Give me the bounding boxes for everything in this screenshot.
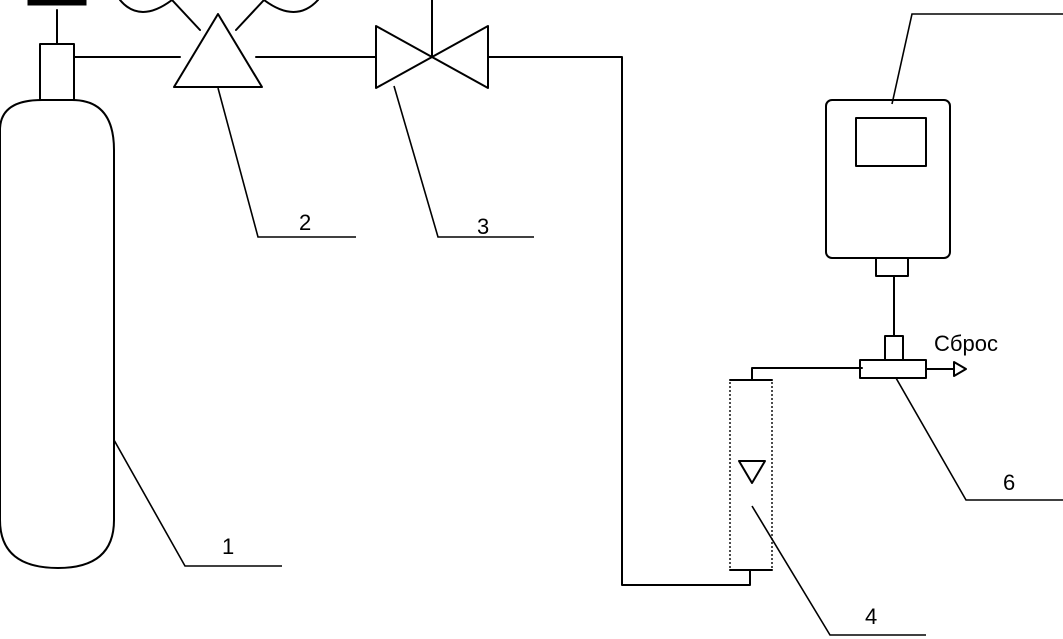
leader-line-2: [217, 87, 356, 238]
label-3: 3: [477, 214, 489, 239]
rotameter: [729, 379, 773, 571]
label-6: 6: [1003, 470, 1015, 495]
tee-fitting: [859, 335, 967, 379]
gas-analyzer: [825, 99, 951, 337]
shutoff-valve: [375, 0, 489, 89]
leader-line-1: [113, 439, 282, 567]
leader-line-4: [751, 505, 926, 636]
gas-cylinder: [0, 0, 115, 569]
pipe-valve-rotameter: [487, 56, 751, 586]
outlet-label: Сброс: [934, 331, 998, 356]
label-2: 2: [299, 210, 311, 235]
leader-line-6: [895, 377, 1063, 501]
label-1: 1: [222, 534, 234, 559]
label-4: 4: [865, 604, 877, 629]
leader-line-3: [393, 85, 534, 238]
pressure-reducer: [119, 0, 319, 88]
analyzer-output-line: [891, 13, 1063, 105]
pipe-rotameter-tee: [751, 367, 863, 381]
